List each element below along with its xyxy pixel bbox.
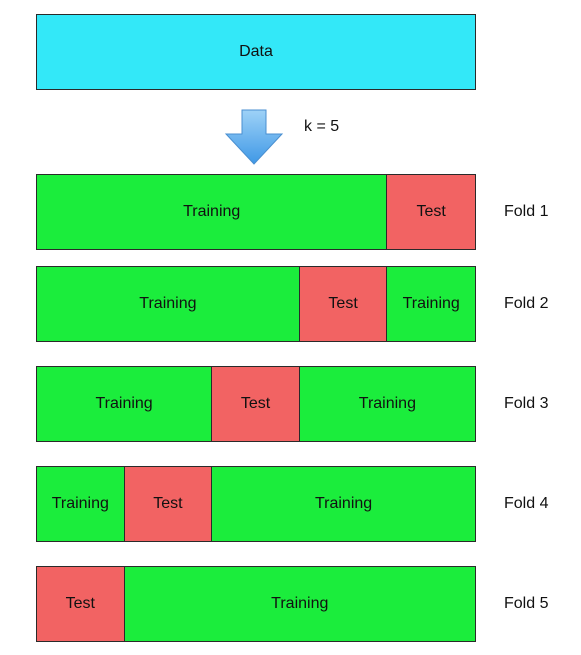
test-segment: Test (299, 267, 388, 341)
training-label: Training (51, 495, 109, 512)
training-segment: Training (299, 367, 475, 441)
training-segment: Training (37, 267, 300, 341)
test-label: Test (153, 495, 183, 512)
training-segment: Training (37, 467, 125, 541)
fold-row-2: Training Test Training (36, 266, 476, 342)
training-label: Training (139, 295, 197, 312)
training-segment: Training (124, 567, 475, 641)
down-arrow-icon (224, 109, 284, 165)
test-label: Test (416, 203, 446, 220)
fold-row-1: Training Test (36, 174, 476, 250)
fold-label: Fold 5 (504, 595, 549, 612)
training-label: Training (358, 395, 416, 412)
test-label: Test (65, 595, 95, 612)
fold-label: Fold 3 (504, 395, 549, 412)
test-segment: Test (387, 175, 475, 249)
fold-label: Fold 1 (504, 203, 549, 220)
training-label: Training (402, 295, 460, 312)
data-box: Data (36, 14, 476, 90)
training-segment: Training (37, 367, 213, 441)
test-label: Test (328, 295, 358, 312)
test-label: Test (240, 395, 271, 412)
training-segment: Training (212, 467, 475, 541)
fold-label: Fold 2 (504, 295, 549, 312)
fold-row-3: Training Test Training (36, 366, 476, 442)
fold-label: Fold 4 (504, 495, 549, 512)
training-label: Training (271, 595, 329, 612)
test-segment: Test (37, 567, 125, 641)
k-label: k = 5 (304, 118, 340, 135)
fold-row-4: Training Test Training (36, 466, 476, 542)
data-label: Data (239, 43, 273, 60)
training-label: Training (314, 495, 373, 512)
training-label: Training (95, 395, 153, 412)
training-segment: Training (37, 175, 388, 249)
test-segment: Test (124, 467, 213, 541)
fold-row-5: Test Training (36, 566, 476, 642)
training-label: Training (183, 203, 241, 220)
test-segment: Test (212, 367, 300, 441)
training-segment: Training (387, 267, 475, 341)
